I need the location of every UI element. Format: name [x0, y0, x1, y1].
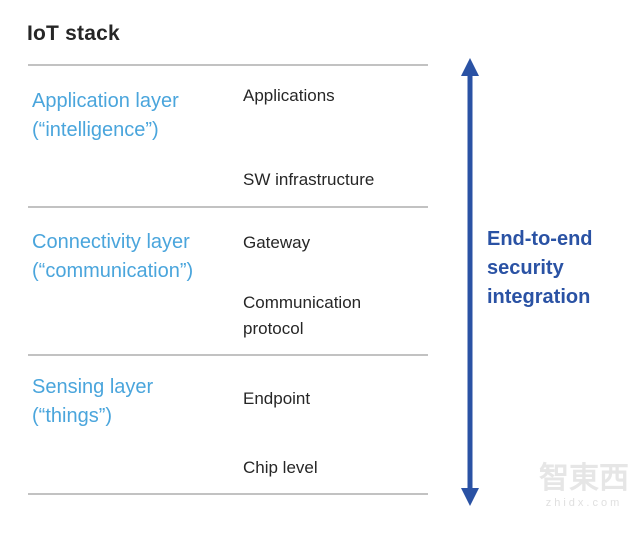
layer-label-sensing: Sensing layer (“things”): [32, 373, 247, 431]
layer-label-connectivity: Connectivity layer (“communication”): [32, 228, 247, 286]
annotation-end-to-end-security: End-to-end security integration: [487, 228, 593, 308]
divider-top: [28, 64, 428, 66]
stack-item-endpoint: Endpoint: [243, 389, 311, 408]
stack-item-applications: Applications: [243, 86, 335, 105]
stack-item-chip-level: Chip level: [243, 458, 318, 477]
layer-name: Connectivity layer: [32, 231, 190, 253]
page-title: IoT stack: [27, 22, 120, 45]
divider-connectivity-sensing: [28, 354, 428, 356]
double-arrow-icon: [456, 58, 484, 506]
watermark-url: zhidx.com: [545, 497, 623, 509]
stack-item-sw-infrastructure: SW infrastructure: [243, 170, 375, 189]
layer-subtitle: (“communication”): [32, 260, 194, 282]
vertical-double-arrow: [461, 58, 479, 506]
layer-subtitle: (“intelligence”): [32, 119, 159, 141]
watermark: 智東西 zhidx.com: [532, 462, 636, 510]
stack-item-gateway: Gateway: [243, 233, 311, 252]
layer-name: Application layer: [32, 90, 179, 112]
layer-label-application: Application layer (“intelligence”): [32, 87, 247, 145]
divider-bottom: [28, 493, 428, 495]
layer-name: Sensing layer: [32, 376, 154, 398]
stack-item-communication-protocol: Communication protocol: [243, 293, 362, 338]
divider-application-connectivity: [28, 206, 428, 208]
watermark-logo: 智東西: [539, 462, 629, 495]
layer-subtitle: (“things”): [32, 405, 113, 427]
